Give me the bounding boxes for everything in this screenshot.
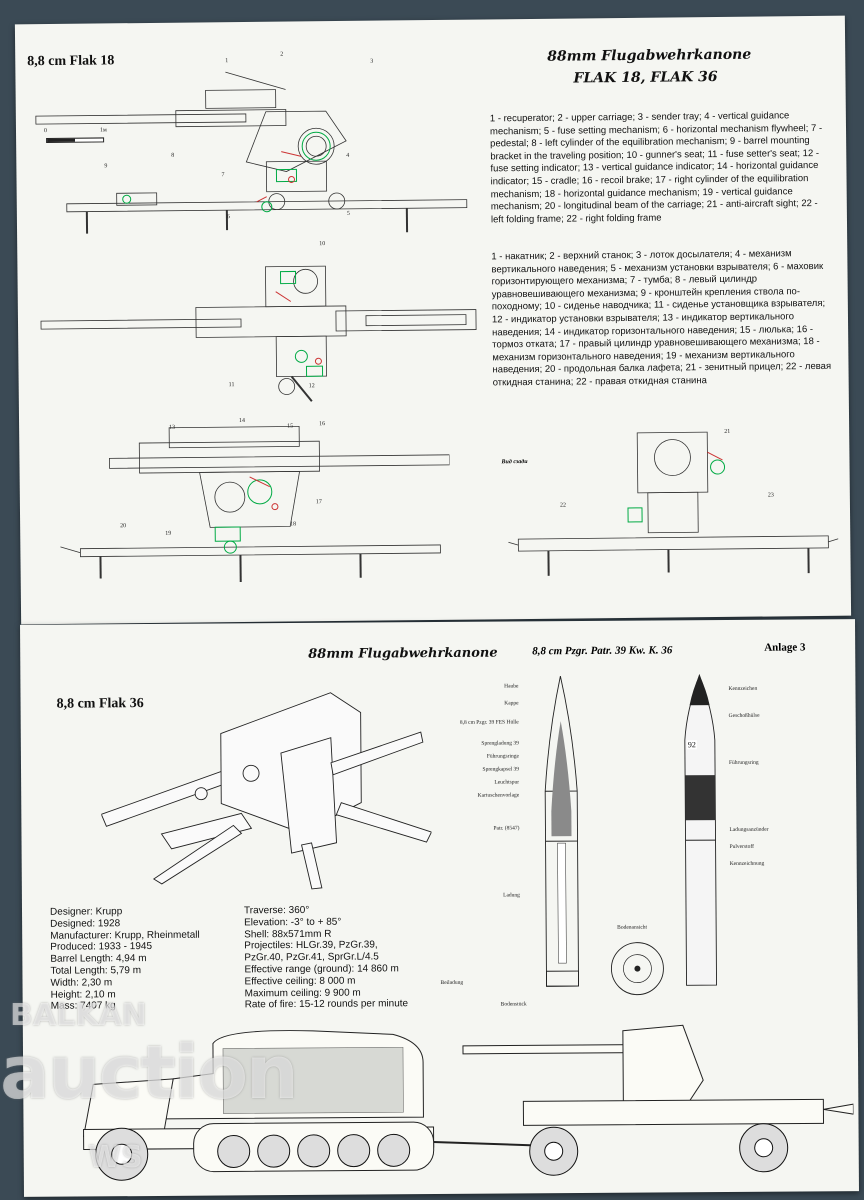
shell-label-right-0: Kennzeichen [728,685,758,692]
callout-4: 4 [346,152,350,159]
callout-19: 19 [165,530,172,537]
gun-perspective-drawing [100,692,432,890]
callout-23: 23 [767,492,774,499]
shell-exterior-drawing [684,673,717,986]
base-view-drawing [610,942,664,996]
callout-2: 2 [280,51,284,58]
shell-label-right-5: Kennzeichnung [729,860,765,867]
callout-14: 14 [239,417,246,425]
legend-russian: 1 - накатник; 2 - верхний станок; 3 - ло… [491,248,832,389]
spec-rate-of-fire: Rate of fire: 15-12 rounds per minute [244,998,409,1011]
shell-section-drawing [544,676,580,987]
shell-label-3: Sprengladung 39 [481,740,519,747]
shell-label-right-2: Führungsring [728,759,759,766]
spec-range: Effective range (ground): 14 860 m [244,963,399,976]
callout-11: 11 [228,382,235,389]
shell-label-9: Ladung [503,892,520,899]
callout-16: 16 [319,421,326,428]
watermark-balkan: BALKAN [10,998,147,1033]
spec-designer: Designer: Krupp [49,906,123,918]
spec-produced: Produced: 1933 - 1945 [50,941,153,954]
callout-13: 13 [169,424,176,431]
callout-9: 9 [104,163,108,170]
callout-7: 7 [221,172,225,179]
shell-label-base: Bodenansicht [617,924,648,931]
shell-label-12: Bodenstück [500,1001,527,1008]
shell-label-6: Leuchtspur [494,779,520,786]
top-sheet-title: 88mm Flugabwehrkanone [547,46,752,65]
anlage-label: Anlage 3 [764,641,806,654]
callout-8: 8 [171,152,175,159]
callout-15: 15 [287,423,294,430]
spec-manufacturer: Manufacturer: Krupp, Rheinmetall [50,929,200,942]
shell-label-right-1: Geschoßhülse [728,712,760,719]
top-sheet-subtitle: FLAK 18, FLAK 36 [573,69,718,87]
watermark-ws: WS [88,1140,143,1175]
shell-labels-left: Haube Kappe 8,8 cm Pzgr. 39 FES Hülle Sp… [434,683,520,920]
ammo-title: 8,8 cm Pzgr. Patr. 39 Kw. K. 36 [532,644,673,658]
specs-right: Traverse: 360° Elevation: -3° to + 85° S… [244,904,408,1011]
callout-10: 10 [319,241,326,248]
callout-17: 17 [315,499,322,506]
specs-left: Designer: Krupp Designed: 1928 Manufactu… [50,906,200,1013]
callout-1: 1 [225,58,229,65]
legend-english: 1 - recuperator; 2 - upper carriage; 3 -… [489,110,823,226]
shell-label-11: Beiladung [440,979,464,986]
callout-18: 18 [290,521,297,528]
shell-label-8: Patr. (8547) [493,825,520,832]
side-view-2-drawing [60,426,450,583]
bottom-sheet-title: 88mm Flugabwehrkanone [308,645,498,662]
shell-label-7: Kartuschenvorlage [477,792,520,799]
callout-20: 20 [120,523,127,530]
callout-3: 3 [370,58,374,65]
spec-width: Width: 2,30 m [50,977,113,989]
spec-total-length: Total Length: 5,79 m [50,965,142,977]
callout-6: 6 [226,214,230,221]
callout-21: 21 [724,428,731,435]
bottom-sheet: 88mm Flugabwehrkanone 8,8 cm Pzgr. Patr.… [20,619,859,1197]
shell-label-4: Führungsringe [486,753,519,760]
top-sheet: 8,8 cm Flak 18 88mm Flugabwehrkanone FLA… [14,15,852,625]
rear-view-drawing [508,431,839,576]
shell-label-2: 8,8 cm Pzgr. 39 FES Hülle [459,719,519,726]
spec-barrel-length: Barrel Length: 4,94 m [50,953,147,965]
callout-22: 22 [559,502,566,509]
callout-5: 5 [346,210,350,217]
halftrack-and-gun-drawing [82,1024,854,1181]
shell-marker: 92 [686,740,697,750]
top-view-drawing [40,265,477,402]
shell-label-right-3: Ladungsanzünder [729,826,769,833]
shell-labels-right: Kennzeichen Geschoßhülse Führungsring La… [728,685,839,868]
watermark-auction: auction [0,1030,299,1116]
callout-12: 12 [308,383,315,390]
spec-designed: Designed: 1928 [50,918,121,930]
shell-label-1: Kappe [504,700,519,707]
shell-label-0: Haube [504,683,519,690]
side-view-drawing [35,71,468,234]
shell-label-right-4: Pulverstoff [729,843,754,850]
shell-label-5: Sprengkapsel 39 [482,766,520,773]
